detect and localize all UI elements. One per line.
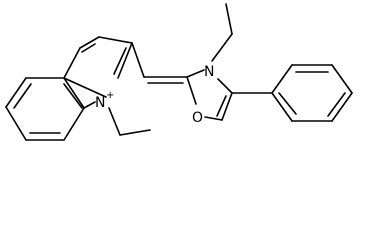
bond-ph-3-4 <box>331 64 353 94</box>
bond-n1-ch2 <box>108 107 121 136</box>
bond-n3-ch2 <box>211 33 233 62</box>
bond-ch2-ch3 <box>119 129 151 136</box>
methine-bridge <box>143 76 188 84</box>
bond-c3-c4-double <box>81 43 96 53</box>
bond-c8-c8a <box>63 107 85 141</box>
bond-ph-4-5 <box>331 92 353 122</box>
oxazole-ring <box>186 69 233 121</box>
pyridinium-ring <box>63 36 145 98</box>
bond-n3-c4 <box>217 78 233 94</box>
bond-c4-c5 <box>221 92 233 121</box>
oxazole-ethyl <box>211 3 233 62</box>
bond-c4a-c8a-double <box>63 83 83 109</box>
bond-c4-c4a <box>63 47 81 79</box>
bond-c2-c-meth <box>131 42 145 78</box>
phenyl-ring <box>231 64 353 122</box>
bond-ph-1-2 <box>271 64 293 94</box>
bond-c8a-n1 <box>83 101 96 109</box>
bond-c6-c7 <box>5 106 27 141</box>
bond-c8a-c4a <box>63 77 85 109</box>
bond-c3-c4 <box>79 36 100 49</box>
bond-c2-n3 <box>186 69 205 78</box>
oxazole-oxygen-label: O <box>192 110 203 126</box>
bond-c2-o1 <box>186 76 197 105</box>
bond-c5-o1 <box>204 116 223 121</box>
quinolinium-nitrogen-label: N <box>95 95 105 111</box>
bond-c5-c6 <box>5 77 27 108</box>
bond-c5-c6-double <box>13 83 32 109</box>
bond-c3-c2 <box>98 36 133 44</box>
bond-ph-6-1 <box>271 92 293 122</box>
bond-c2-n1-double <box>113 47 127 75</box>
bond-c4a-c8a <box>63 77 107 98</box>
bond-ph-4-5-double <box>327 92 346 117</box>
benzo-ring <box>5 77 96 141</box>
oxazole-nitrogen-label: N <box>204 64 214 80</box>
structure-canvas: N + N O <box>5 3 353 141</box>
bond-ph-6-1-double <box>278 92 297 115</box>
bond-ch2-ch3-ox <box>225 3 233 35</box>
quinolinium-ethyl <box>108 107 151 136</box>
chemical-structure: N + N O <box>5 3 353 141</box>
bond-c2-n1 <box>117 42 133 79</box>
quinolinium-charge-label: + <box>106 90 114 101</box>
bond-c4-c5-double <box>216 95 227 117</box>
